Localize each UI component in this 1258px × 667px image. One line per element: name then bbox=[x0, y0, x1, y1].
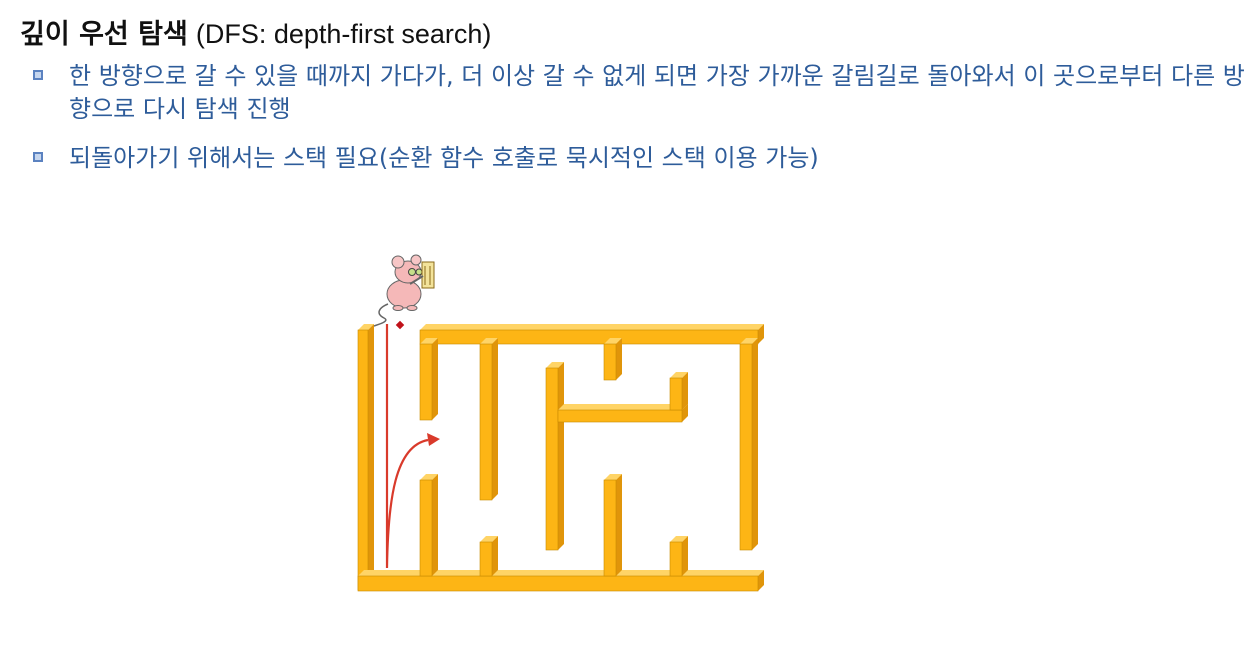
slide-title: 깊이 우선 탐색(DFS: depth-first search) bbox=[20, 12, 491, 51]
search-path-arrow bbox=[385, 324, 440, 569]
mouse-icon bbox=[373, 254, 435, 327]
bullet-text: 한 방향으로 갈 수 있을 때까지 가다가, 더 이상 갈 수 없게 되면 가장… bbox=[69, 62, 1245, 123]
start-marker-icon bbox=[395, 320, 405, 330]
bullet-text: 되돌아가기 위해서는 스택 필요(순환 함수 호출로 묵시적인 스택 이용 가능… bbox=[69, 144, 819, 172]
maze-illustration bbox=[357, 254, 764, 592]
bullet-square-icon bbox=[33, 152, 43, 162]
title-sub: (DFS: depth-first search) bbox=[195, 19, 492, 49]
maze-walls bbox=[357, 324, 764, 592]
bullet-square-icon bbox=[33, 70, 43, 80]
title-main: 깊이 우선 탐색 bbox=[20, 19, 188, 50]
